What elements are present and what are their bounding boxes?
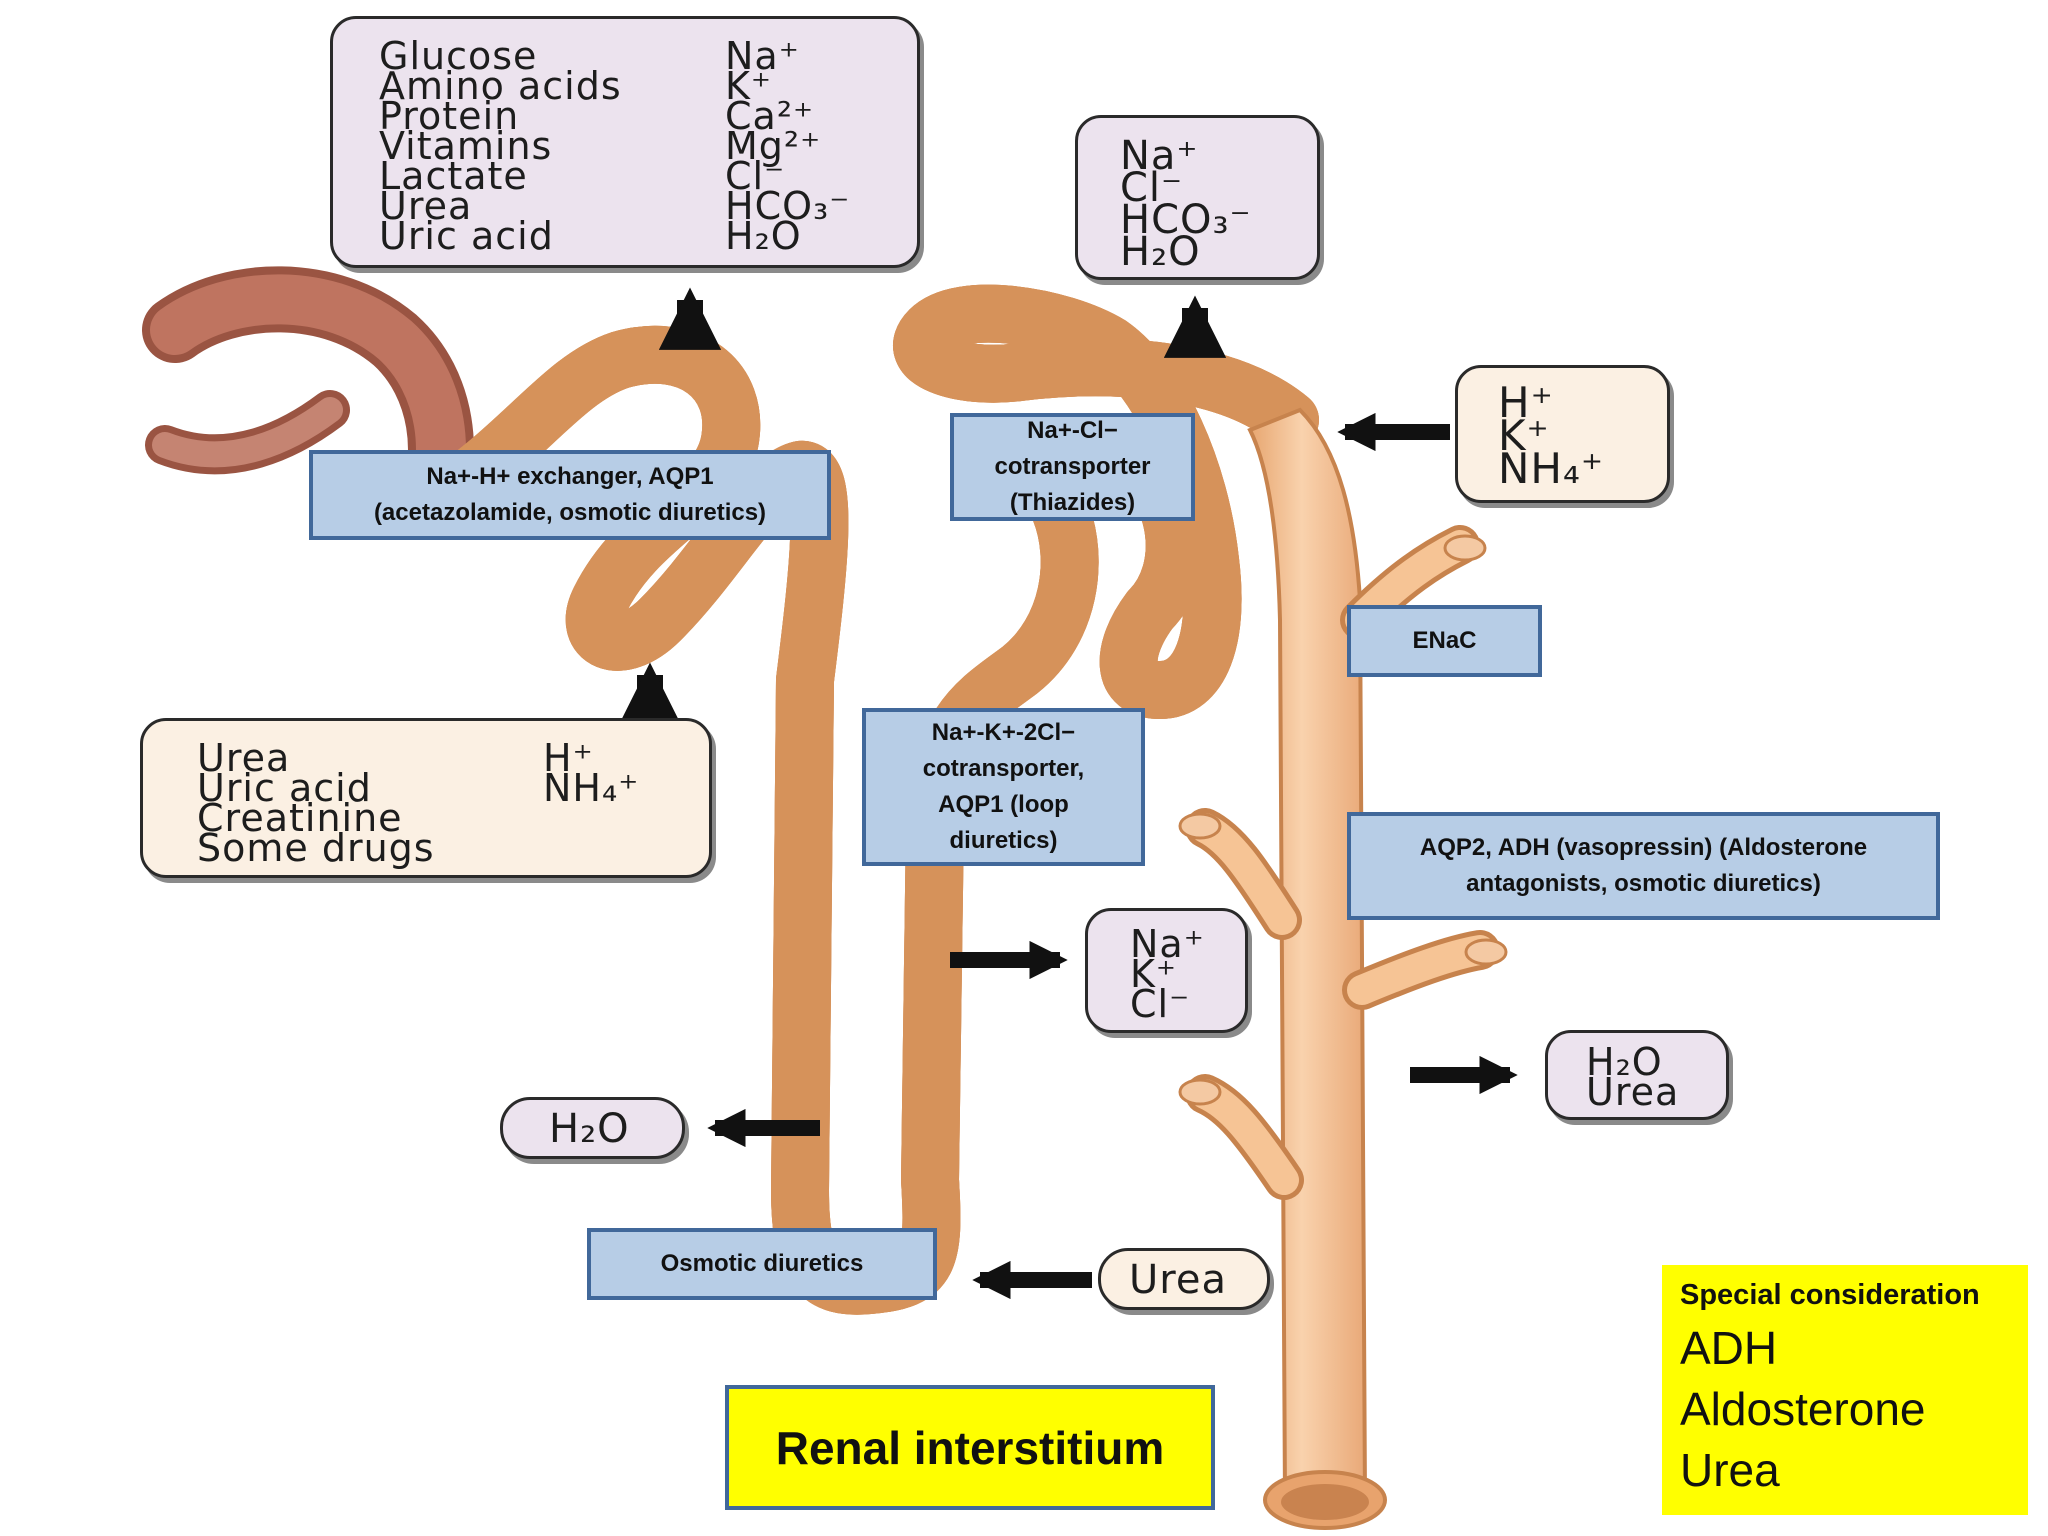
collecting-secretion-box: H⁺ K⁺ NH₄⁺ — [1455, 365, 1670, 503]
ion-label: Na⁺ — [1130, 922, 1205, 966]
proximal-secretion-left-list: Urea Uric acid Creatinine Some drugs — [197, 736, 435, 870]
interstitium-text: Renal interstitium — [775, 1421, 1165, 1474]
ion-label: Na⁺ — [725, 34, 800, 78]
label-line: AQP2, ADH (vasopressin) (Aldosterone — [1419, 834, 1868, 861]
label-line: Na+-Cl− — [1027, 417, 1118, 444]
solute-label: Glucose — [379, 34, 538, 78]
descending-limb-water-box: H₂O — [500, 1097, 685, 1159]
collecting-duct-label: AQP2, ADH (vasopressin) (Aldosterone ant… — [1347, 812, 1940, 920]
special-consideration-panel: Special consideration ADH Aldosterone Ur… — [1662, 1265, 2028, 1515]
solute-label: Creatinine — [197, 796, 403, 840]
solute-label: Urea — [379, 184, 473, 228]
ion-label: K⁺ — [1498, 411, 1550, 460]
ion-label: NH₄⁺ — [1498, 444, 1605, 493]
ion-label: HCO₃⁻ — [725, 184, 851, 228]
label-line: ENaC — [1412, 627, 1477, 654]
label-line: cotransporter — [994, 453, 1151, 480]
urea-label: Urea — [1129, 1257, 1227, 1303]
solute-label: Urea — [1586, 1070, 1680, 1114]
water-label: H₂O — [549, 1106, 630, 1152]
label-line: (Thiazides) — [1009, 489, 1136, 516]
ion-label: H⁺ — [543, 736, 594, 780]
distal-reabsorption-list: Na⁺ Cl⁻ HCO₃⁻ H₂O — [1120, 133, 1252, 275]
solute-label: Some drugs — [197, 826, 435, 870]
collecting-secretion-list: H⁺ K⁺ NH₄⁺ — [1498, 378, 1605, 493]
label-line: antagonists, osmotic diuretics) — [1466, 870, 1821, 897]
collecting-duct-reabsorption-list: H₂O Urea — [1586, 1040, 1680, 1114]
distal-transporter-label: Na+-Cl− cotransporter (Thiazides) — [950, 413, 1195, 521]
proximal-reabsorption-box: Glucose Amino acids Protein Vitamins Lac… — [330, 16, 920, 268]
ion-label: Mg²⁺ — [725, 124, 822, 168]
osmotic-diuretics-label: Osmotic diuretics — [587, 1228, 937, 1300]
proximal-secretion-box: Urea Uric acid Creatinine Some drugs H⁺ … — [140, 718, 712, 878]
ion-label: Na⁺ — [1120, 133, 1199, 179]
solute-label: Urea — [197, 736, 291, 780]
label-line: cotransporter, — [922, 755, 1085, 782]
renal-interstitium-title: Renal interstitium — [725, 1385, 1215, 1510]
transport-arrows — [618, 287, 1518, 1300]
ion-label: Ca²⁺ — [725, 94, 815, 138]
label-line: Na+-K+-2Cl− — [931, 719, 1076, 746]
distal-reabsorption-box: Na⁺ Cl⁻ HCO₃⁻ H₂O — [1075, 115, 1320, 280]
special-item: Aldosterone — [1680, 1383, 1926, 1435]
ion-label: Cl⁻ — [1130, 982, 1191, 1026]
ion-label: NH₄⁺ — [543, 766, 640, 810]
ion-label: K⁺ — [725, 64, 772, 108]
proximal-reabsorption-left-list: Glucose Amino acids Protein Vitamins Lac… — [379, 34, 622, 258]
enac-label: ENaC — [1347, 605, 1542, 677]
loop-urea-entry-box: Urea — [1098, 1248, 1270, 1310]
collecting-duct-reabsorption-box: H₂O Urea — [1545, 1030, 1729, 1120]
solute-label: Uric acid — [379, 214, 554, 258]
ion-label: H₂O — [1120, 229, 1201, 275]
proximal-transporter-label: Na+-H+ exchanger, AQP1 (acetazolamide, o… — [309, 450, 831, 540]
ion-label: H₂O — [725, 214, 802, 258]
label-line: (acetazolamide, osmotic diuretics) — [373, 499, 767, 526]
label-line: AQP1 (loop — [938, 791, 1069, 818]
solute-label: Protein — [379, 94, 520, 138]
thick-ascending-reabsorption-box: Na⁺ K⁺ Cl⁻ — [1085, 908, 1248, 1033]
ion-label: H⁺ — [1498, 378, 1554, 427]
solute-label: H₂O — [1586, 1040, 1663, 1084]
nephron-tubule — [401, 314, 1319, 1286]
special-consideration-heading: Special consideration — [1680, 1279, 1980, 1311]
label-line: diuretics) — [949, 827, 1058, 854]
thick-ascending-reabsorption-list: Na⁺ K⁺ Cl⁻ — [1130, 922, 1205, 1026]
solute-label: Amino acids — [379, 64, 622, 108]
ion-label: HCO₃⁻ — [1120, 197, 1252, 243]
label-line: Osmotic diuretics — [660, 1250, 864, 1277]
proximal-reabsorption-right-list: Na⁺ K⁺ Ca²⁺ Mg²⁺ Cl⁻ HCO₃⁻ H₂O — [725, 34, 851, 258]
solute-label: Uric acid — [197, 766, 372, 810]
special-item: Urea — [1680, 1444, 1780, 1496]
solute-label: Lactate — [379, 154, 528, 198]
collecting-duct — [1178, 407, 1508, 1530]
loop-transporter-label: Na+-K+-2Cl− cotransporter, AQP1 (loop di… — [862, 708, 1145, 866]
special-item: ADH — [1680, 1322, 1778, 1374]
label-line: Na+-H+ exchanger, AQP1 — [426, 463, 714, 490]
ion-label: Cl⁻ — [725, 154, 786, 198]
ion-label: Cl⁻ — [1120, 165, 1184, 211]
ion-label: K⁺ — [1130, 952, 1177, 996]
solute-label: Vitamins — [379, 124, 553, 168]
proximal-secretion-right-list: H⁺ NH₄⁺ — [543, 736, 640, 810]
